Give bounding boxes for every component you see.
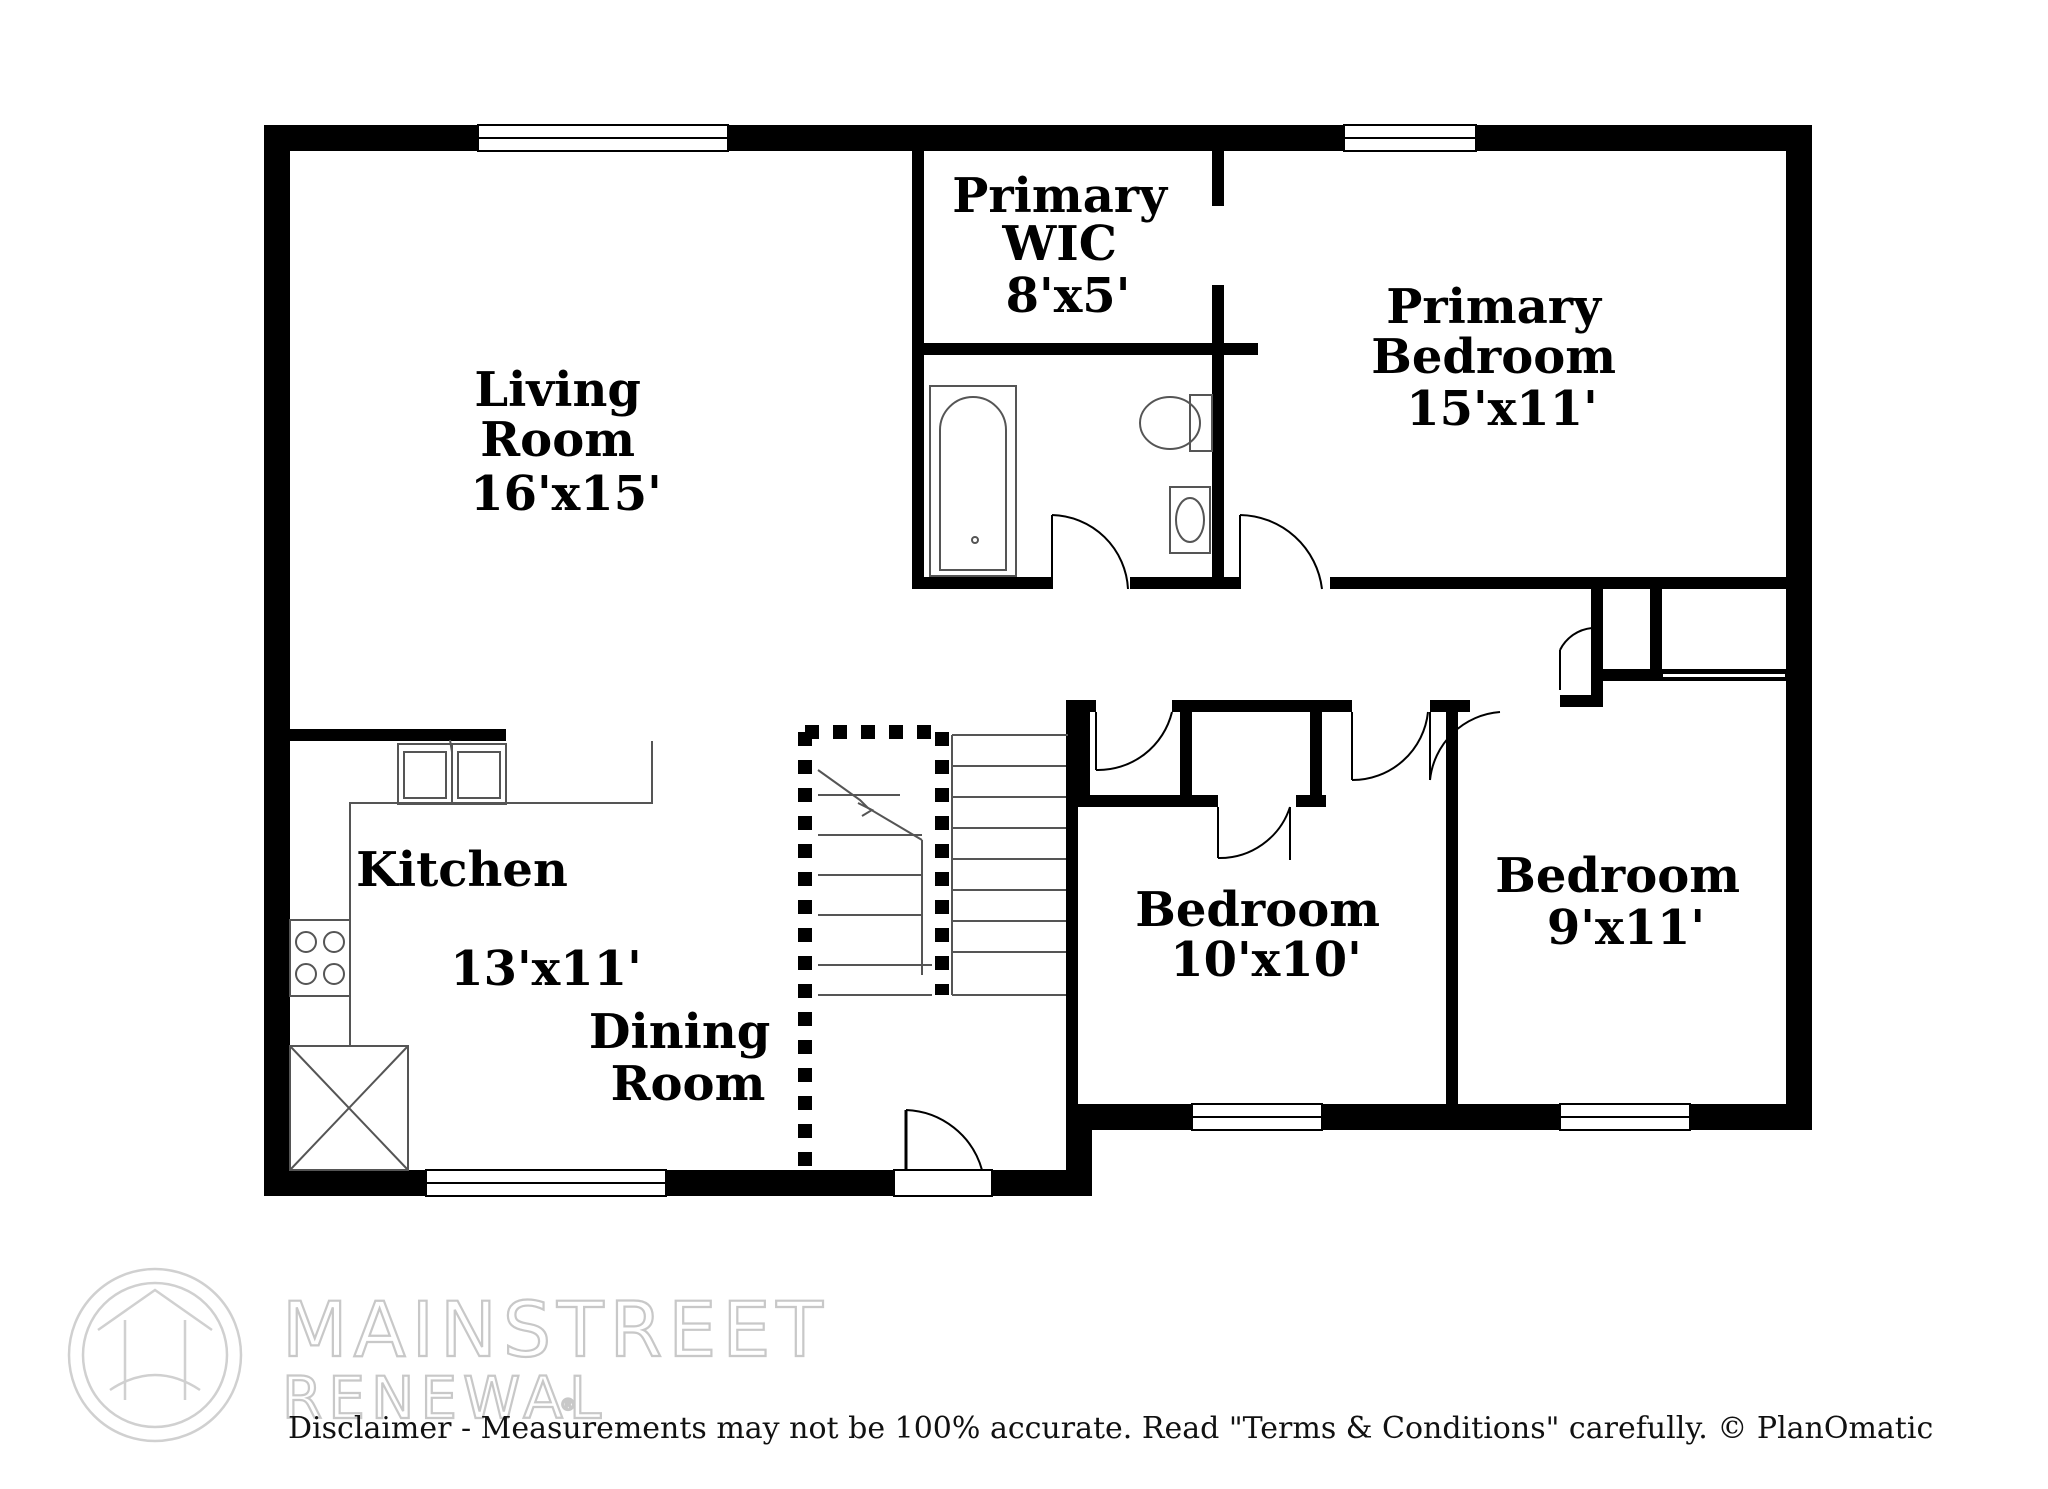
stove [289,919,351,997]
room-label-kitchen: Kitchen [356,842,568,898]
room-labels: Primary WIC 8'x5' Primary Bedroom 15'x11… [356,168,1757,1112]
fridge [289,1045,409,1171]
toilet-bowl [1139,396,1201,450]
staircase [798,725,1068,1170]
room-label-dining-room: Dining Room [589,1004,787,1112]
toilet-tank [1189,394,1213,452]
watermark-registered-mark: ® [560,1395,576,1414]
watermark-logo-icon [67,1267,243,1443]
front-door [893,1109,993,1197]
watermark-line1: MAINSTREET [282,1285,829,1374]
bath-sink [1169,486,1211,554]
bathroom-fixtures [929,385,1213,577]
room-label-kitchen-size: 13'x11' [450,941,642,997]
kitchen-fixtures [289,739,653,1171]
room-label-bedroom-middle: Bedroom 10'x10' [1135,882,1397,988]
room-label-living-room: Living Room 16'x15' [470,362,662,522]
bathtub [929,385,1017,577]
room-label-primary-wic: Primary WIC 8'x5' [952,168,1183,324]
disclaimer-text: Disclaimer - Measurements may not be 100… [288,1411,1933,1446]
mainstreet-renewal-watermark: MAINSTREET RENEWAL ® [67,1267,829,1443]
interior-doors [1051,514,1787,860]
windows [425,124,1691,1197]
watermark-line2: RENEWAL [282,1364,607,1432]
room-label-bedroom-right: Bedroom 9'x11' [1495,848,1757,956]
room-label-primary-bedroom: Primary Bedroom 15'x11' [1371,279,1633,437]
